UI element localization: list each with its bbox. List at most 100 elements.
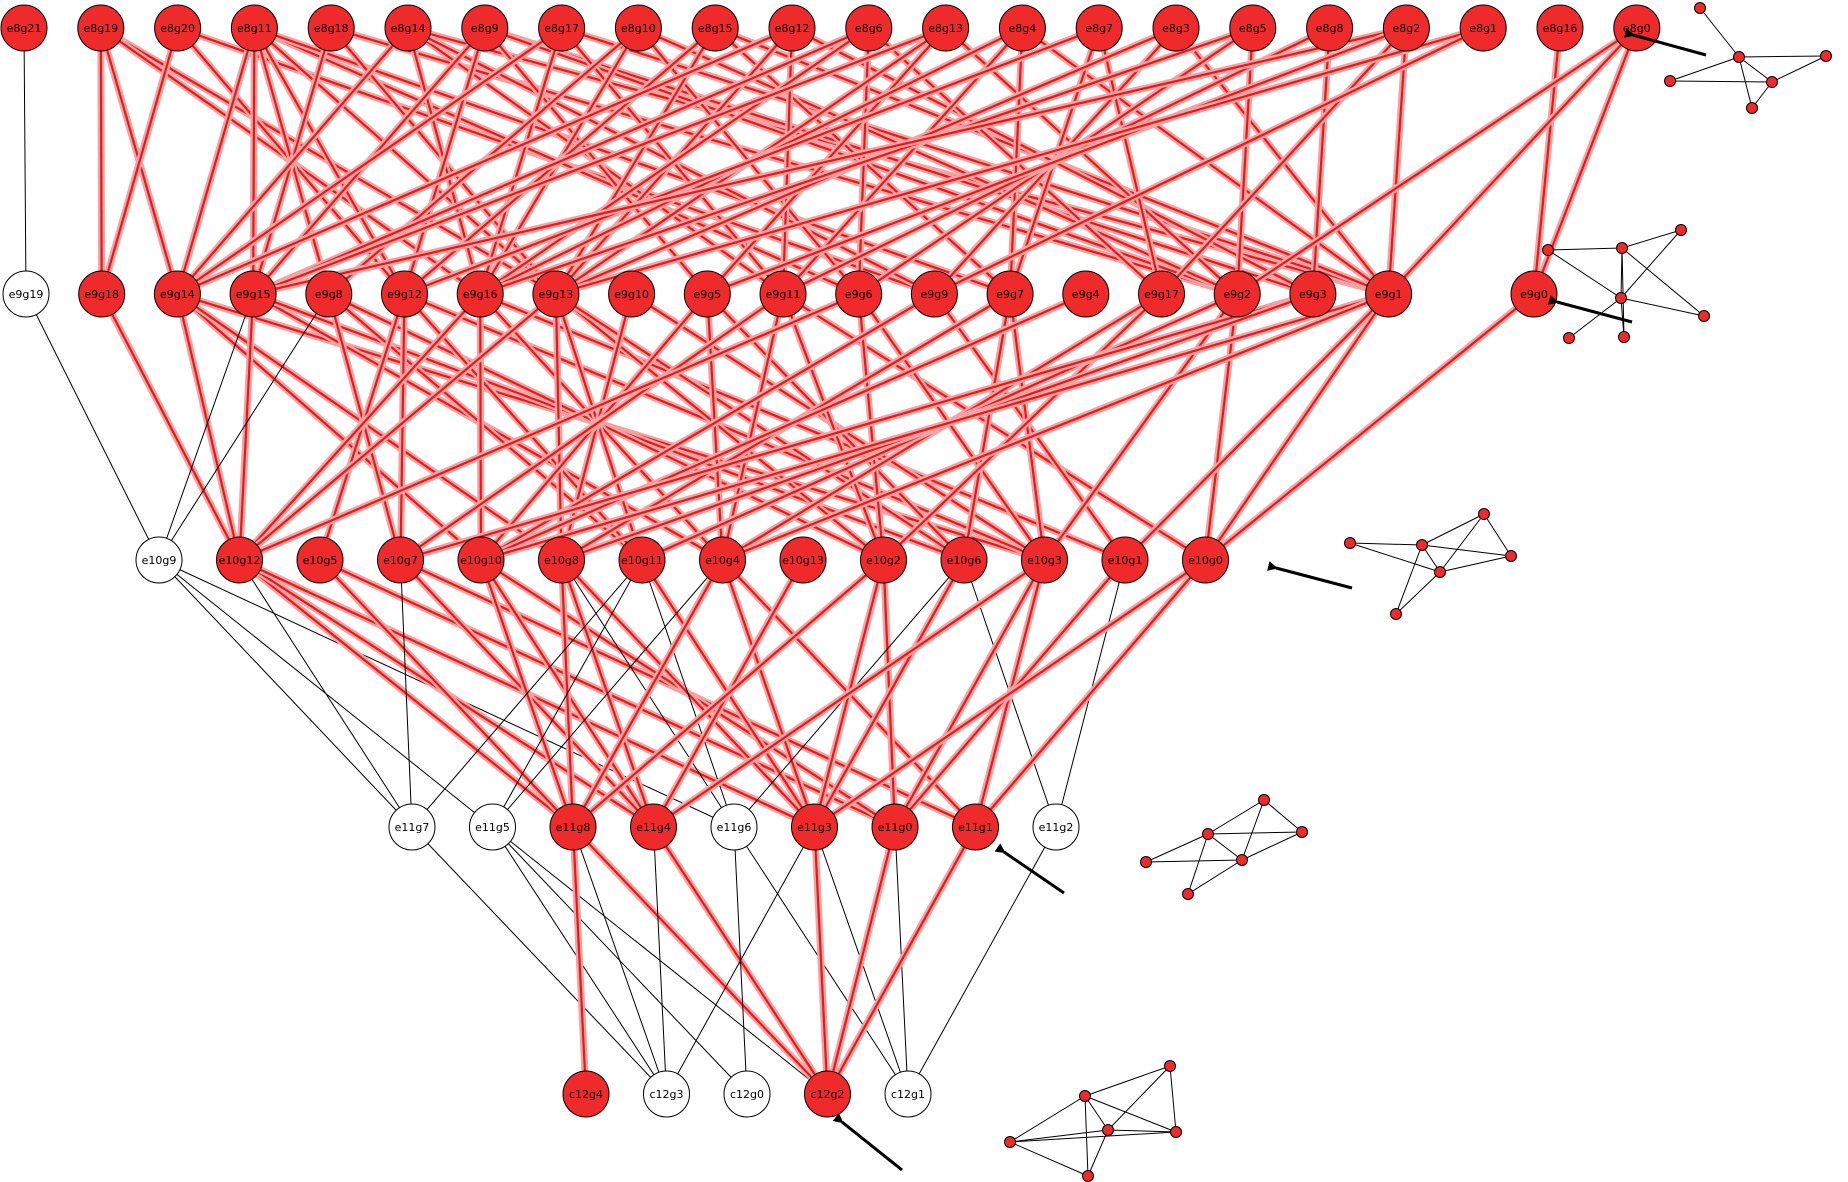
mini-edge bbox=[1084, 1065, 1171, 1097]
node-label: e8g9 bbox=[471, 22, 499, 35]
node-e9g2[interactable]: e9g2 bbox=[1213, 270, 1261, 318]
node-e9g17[interactable]: e9g17 bbox=[1138, 270, 1185, 318]
node-e8g11[interactable]: e8g11 bbox=[230, 4, 278, 52]
node-e8g19[interactable]: e8g19 bbox=[77, 4, 125, 52]
node-e9g0[interactable]: e9g0 bbox=[1510, 270, 1558, 318]
mini-edge bbox=[1349, 542, 1441, 573]
node-e8g6[interactable]: e8g6 bbox=[845, 4, 893, 52]
node-e10g3[interactable]: e10g3 bbox=[1021, 536, 1068, 584]
mini-edge bbox=[1145, 833, 1209, 863]
node-e9g19[interactable]: e9g19 bbox=[2, 270, 50, 318]
node-e8g0[interactable]: e8g0 bbox=[1613, 4, 1661, 52]
node-c12g0[interactable]: c12g0 bbox=[723, 1070, 771, 1118]
node-e9g8[interactable]: e9g8 bbox=[305, 270, 353, 318]
node-e8g3[interactable]: e8g3 bbox=[1152, 4, 1200, 52]
node-e8g8[interactable]: e8g8 bbox=[1306, 4, 1354, 52]
node-e8g10[interactable]: e8g10 bbox=[614, 4, 662, 52]
node-e10g8[interactable]: e10g8 bbox=[538, 536, 585, 584]
node-label: e8g4 bbox=[1009, 22, 1037, 35]
node-e10g4[interactable]: e10g4 bbox=[699, 536, 746, 584]
node-e11g0[interactable]: e11g0 bbox=[871, 803, 919, 851]
node-e9g4[interactable]: e9g4 bbox=[1062, 270, 1110, 318]
node-e10g0[interactable]: e10g0 bbox=[1182, 536, 1229, 584]
node-e10g1[interactable]: e10g1 bbox=[1101, 536, 1149, 584]
node-e9g12[interactable]: e9g12 bbox=[381, 270, 428, 318]
edge-e9g3-e10g7 bbox=[397, 290, 1317, 564]
edge-e10g7-e11g7 bbox=[400, 559, 413, 828]
edge-e8g10-e9g2 bbox=[634, 24, 1241, 298]
node-e10g12[interactable]: e10g12 bbox=[216, 536, 263, 584]
node-e9g7[interactable]: e9g7 bbox=[986, 270, 1034, 318]
node-e10g9[interactable]: e10g9 bbox=[135, 536, 183, 584]
node-label: c12g4 bbox=[569, 1088, 603, 1101]
node-e8g5[interactable]: e8g5 bbox=[1229, 4, 1277, 52]
node-e8g1[interactable]: e8g1 bbox=[1459, 4, 1507, 52]
mini-node bbox=[1170, 1126, 1182, 1138]
node-e10g7[interactable]: e10g7 bbox=[377, 536, 424, 584]
node-e11g2[interactable]: e11g2 bbox=[1032, 803, 1080, 851]
mini-node bbox=[1082, 1170, 1094, 1182]
node-e9g1[interactable]: e9g1 bbox=[1365, 270, 1413, 318]
node-e10g11[interactable]: e10g11 bbox=[618, 536, 666, 584]
node-e11g1[interactable]: e11g1 bbox=[952, 803, 999, 851]
node-e10g10[interactable]: e10g10 bbox=[457, 536, 505, 584]
node-e9g3[interactable]: e9g3 bbox=[1289, 270, 1337, 318]
node-label: e8g16 bbox=[1543, 22, 1578, 35]
node-e8g20[interactable]: e8g20 bbox=[154, 4, 202, 52]
mini-edge bbox=[1669, 80, 1773, 83]
node-e8g16[interactable]: e8g16 bbox=[1536, 4, 1584, 52]
node-label: e11g0 bbox=[878, 821, 913, 834]
node-e11g6[interactable]: e11g6 bbox=[710, 803, 758, 851]
node-c12g2[interactable]: c12g2 bbox=[804, 1070, 851, 1118]
node-e8g7[interactable]: e8g7 bbox=[1075, 4, 1123, 52]
node-label: e11g6 bbox=[717, 821, 752, 834]
node-e9g6[interactable]: e9g6 bbox=[835, 270, 883, 318]
node-e11g4[interactable]: e11g4 bbox=[630, 803, 677, 851]
node-label: e8g1 bbox=[1469, 22, 1497, 35]
node-e9g13[interactable]: e9g13 bbox=[532, 270, 580, 318]
node-e8g17[interactable]: e8g17 bbox=[538, 4, 586, 52]
edge-e10g9-e11g7 bbox=[158, 559, 413, 828]
node-e11g3[interactable]: e11g3 bbox=[791, 803, 838, 851]
node-e8g14[interactable]: e8g14 bbox=[384, 4, 432, 52]
node-e10g2[interactable]: e10g2 bbox=[860, 536, 907, 584]
mini-edge bbox=[1207, 799, 1265, 835]
edge-e8g12-e9g14 bbox=[173, 24, 796, 298]
node-c12g1[interactable]: c12g1 bbox=[884, 1070, 932, 1118]
node-c12g3[interactable]: c12g3 bbox=[643, 1070, 690, 1118]
arrow-layer bbox=[832, 28, 1707, 1172]
node-e8g18[interactable]: e8g18 bbox=[307, 4, 355, 52]
node-e11g7[interactable]: e11g7 bbox=[388, 803, 436, 851]
mini-graph-4 bbox=[1004, 1060, 1182, 1182]
mini-edge bbox=[1738, 56, 1753, 109]
node-e8g9[interactable]: e8g9 bbox=[461, 4, 509, 52]
node-e9g5[interactable]: e9g5 bbox=[683, 270, 731, 318]
node-label: e9g13 bbox=[539, 288, 574, 301]
node-e11g8[interactable]: e11g8 bbox=[549, 803, 597, 851]
node-e8g12[interactable]: e8g12 bbox=[768, 4, 816, 52]
node-e9g11[interactable]: e9g11 bbox=[759, 270, 807, 318]
node-e8g15[interactable]: e8g15 bbox=[691, 4, 739, 52]
node-e9g9[interactable]: e9g9 bbox=[910, 270, 958, 318]
edge-e9g2-e10g3 bbox=[1041, 290, 1241, 564]
node-e9g16[interactable]: e9g16 bbox=[456, 270, 504, 318]
edge-e9g14-e10g12 bbox=[173, 290, 243, 564]
node-e11g5[interactable]: e11g5 bbox=[469, 803, 516, 851]
node-c12g4[interactable]: c12g4 bbox=[562, 1070, 610, 1118]
node-label: e9g11 bbox=[766, 288, 801, 301]
node-e8g21[interactable]: e8g21 bbox=[0, 4, 48, 52]
node-e9g18[interactable]: e9g18 bbox=[78, 270, 126, 318]
node-e10g13[interactable]: e10g13 bbox=[779, 536, 827, 584]
edge-e10g3-e11g0 bbox=[891, 556, 1048, 831]
node-e8g13[interactable]: e8g13 bbox=[922, 4, 970, 52]
node-e9g14[interactable]: e9g14 bbox=[153, 270, 201, 318]
node-e10g6[interactable]: e10g6 bbox=[940, 536, 988, 584]
node-e8g4[interactable]: e8g4 bbox=[998, 4, 1046, 52]
node-e8g2[interactable]: e8g2 bbox=[1382, 4, 1430, 52]
edge-e10g11-e11g5 bbox=[492, 559, 643, 828]
edge-e8g2-e9g17 bbox=[1158, 24, 1410, 298]
node-e9g15[interactable]: e9g15 bbox=[229, 270, 277, 318]
node-e10g5[interactable]: e10g5 bbox=[296, 536, 344, 584]
node-e9g10[interactable]: e9g10 bbox=[608, 270, 656, 318]
edge-e8g16-e9g0 bbox=[1530, 24, 1564, 298]
